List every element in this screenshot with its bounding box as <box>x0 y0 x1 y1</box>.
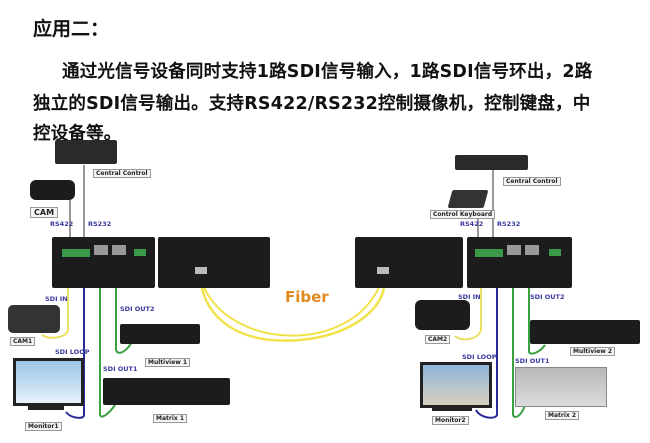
fiber-label: Fiber <box>285 288 329 306</box>
matrix-device-left <box>103 378 230 405</box>
rs232-label-right: RS232 <box>497 220 521 228</box>
sdi-out1-label-left: SDI OUT1 <box>103 365 138 373</box>
sdi-in-label-left: SDI IN <box>45 295 68 303</box>
sdi-out2-label-left: SDI OUT2 <box>120 305 155 313</box>
rs232-label-left: RS232 <box>88 220 112 228</box>
sdi-out1-cable-right <box>512 285 526 418</box>
sdi-out1-label-right: SDI OUT1 <box>515 357 550 365</box>
matrix2-label: Matrix 2 <box>545 411 580 420</box>
cam2-label: CAM2 <box>425 335 451 344</box>
control-keyboard-label: Control Keyboard <box>430 210 496 219</box>
monitor1-label: Monitor1 <box>25 422 62 431</box>
fiber-cable-loop <box>202 284 381 337</box>
sdi-in-cable-right <box>454 285 482 341</box>
rs422-label-right: RS422 <box>460 220 484 228</box>
description-line-1: 通过光信号设备同时支持1路SDI信号输入，1路SDI信号环出，2路 <box>62 62 593 82</box>
sdi-in-cable-left <box>41 285 69 339</box>
fiber-transceiver-right <box>355 237 463 288</box>
sdi-out2-cable-left <box>115 285 133 354</box>
multiview2-label: Multiview 2 <box>570 347 616 356</box>
sdi-loop-label-left: SDI LOOP <box>55 348 90 356</box>
central-control-label-right: Central Control <box>503 177 561 186</box>
sdi-loop-cable-left <box>65 285 85 419</box>
central-control-device-left <box>55 140 117 164</box>
matrix-device-right <box>515 367 607 407</box>
central-control-device-right <box>455 155 528 170</box>
fiber-transceiver-left <box>158 237 270 288</box>
rs422-label-left: RS422 <box>50 220 74 228</box>
sdi-loop-label-right: SDI LOOP <box>462 353 497 361</box>
control-keyboard-device <box>447 190 489 208</box>
cam1-label: CAM1 <box>10 337 36 346</box>
monitor2-label: Monitor2 <box>432 416 469 425</box>
sdi-out2-cable-right <box>528 285 546 355</box>
camera-cam1-icon <box>8 305 60 333</box>
monitor-device-left <box>13 358 84 406</box>
monitor-stand-left <box>28 405 64 410</box>
description-line-3: 控设备等。 <box>33 124 122 144</box>
monitor-device-right <box>420 362 492 408</box>
multiview-label-left: Multiview 1 <box>145 358 191 367</box>
sdi-in-label-right: SDI IN <box>458 293 481 301</box>
sdi-converter-unit-left <box>52 237 155 288</box>
page-heading: 应用二： <box>33 18 110 40</box>
sdi-out2-label-right: SDI OUT2 <box>530 293 565 301</box>
sdi-converter-unit-right <box>467 237 572 288</box>
cam-label: CAM <box>30 207 59 218</box>
monitor-stand-right <box>432 406 472 411</box>
central-control-label-left: Central Control <box>93 169 151 178</box>
sdi-out1-cable-left <box>99 285 116 418</box>
fiber-cable <box>198 277 386 342</box>
description-line-2: 独立的SDI信号输出。支持RS422/RS232控制摄像机，控制键盘，中 <box>33 94 591 114</box>
multiview-device-right <box>530 320 640 344</box>
camera-icon <box>30 180 75 200</box>
matrix1-label: Matrix 1 <box>153 414 188 423</box>
multiview-device-left <box>120 324 200 344</box>
camera-cam2-icon <box>415 300 470 330</box>
sdi-loop-cable-right <box>475 285 498 419</box>
